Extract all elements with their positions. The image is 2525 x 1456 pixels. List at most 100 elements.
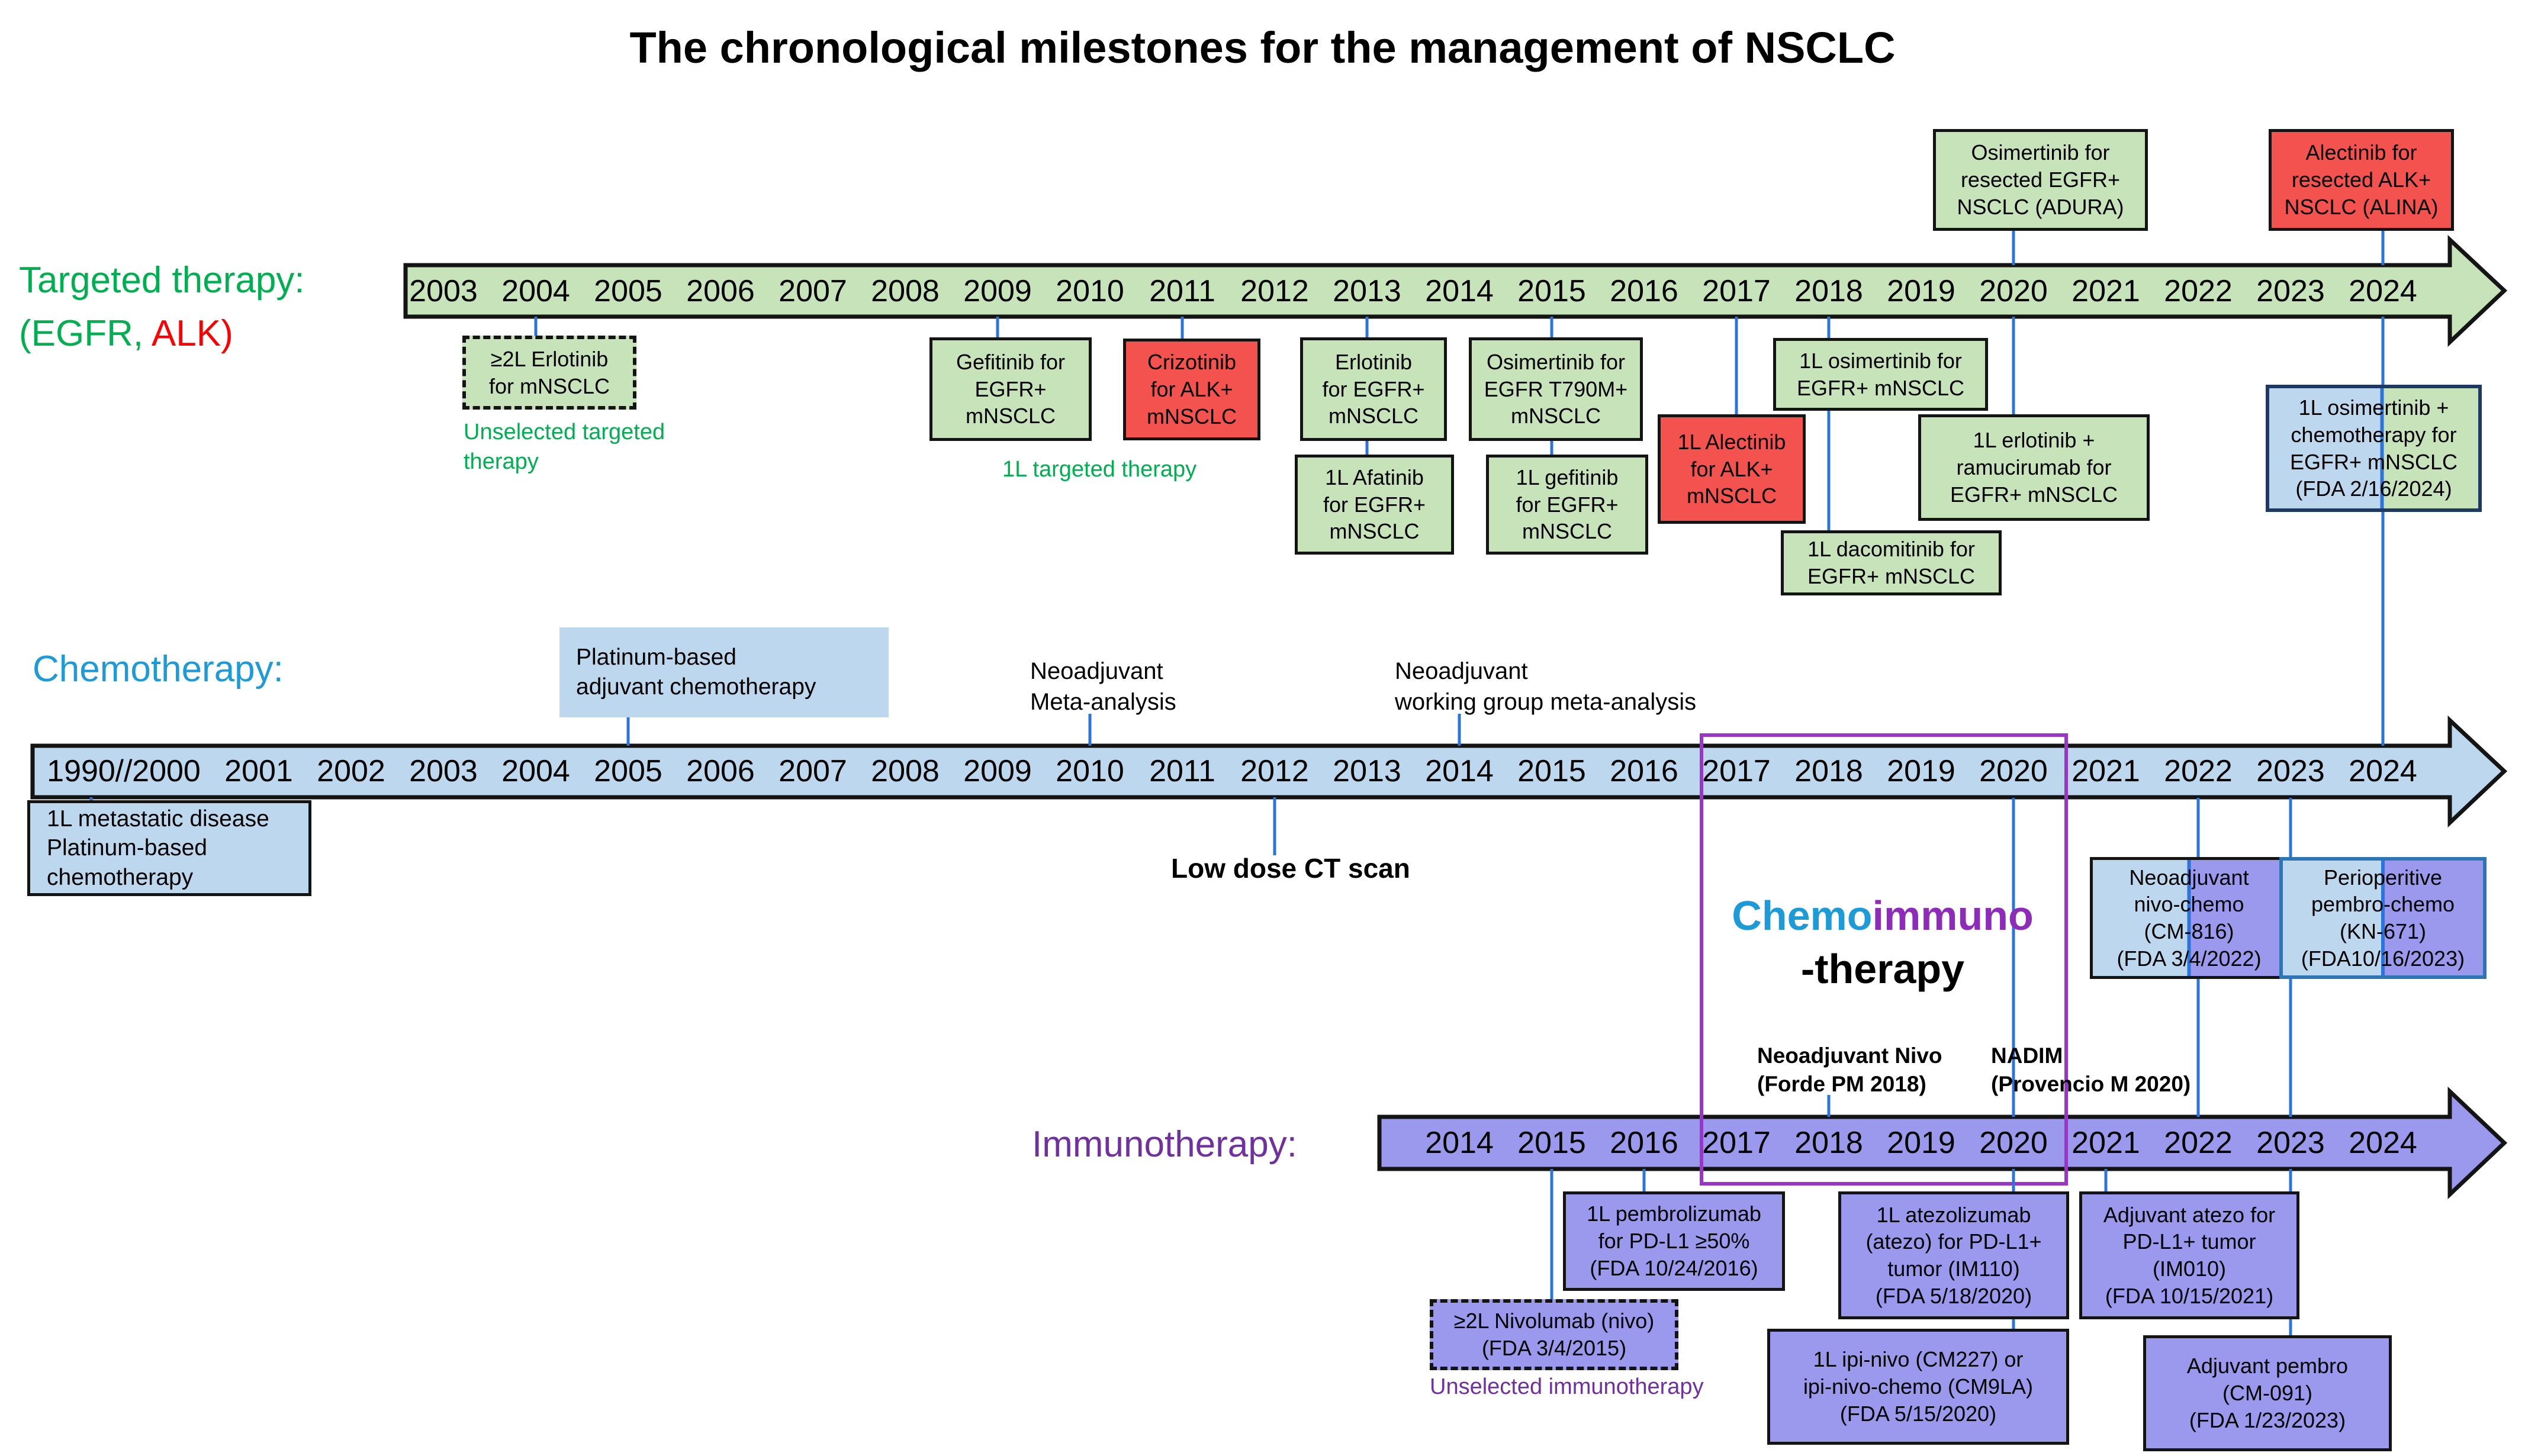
chemo-year-label: 2006 [686, 754, 755, 788]
milestone-box-text: ≥2L Erlotinib [490, 346, 609, 371]
chemo-year-label: 2010 [1056, 754, 1124, 788]
milestone-box-text: for mNSCLC [488, 373, 610, 398]
milestone-box-text: chemotherapy for [2291, 422, 2457, 447]
targeted-year-label: 2003 [409, 274, 478, 308]
milestone-box-text: for ALK+ [1150, 377, 1233, 402]
milestone-box-text: Neoadjuvant [2129, 865, 2249, 890]
milestone-box-adj-pembro: Adjuvant pembro(CM-091)(FDA 1/23/2023) [2143, 1335, 2392, 1451]
milestone-box-text: EGFR T790M+ [1484, 376, 1628, 401]
milestone-box-nivo-2l: ≥2L Nivolumab (nivo)(FDA 3/4/2015) [1430, 1299, 1678, 1370]
chemotherapy-label: Chemotherapy: [33, 649, 284, 690]
milestone-box-text: mNSCLC [1510, 404, 1601, 429]
caption-1l-targeted: 1L targeted therapy [1002, 457, 1197, 482]
chemo-year-label: 2000 [132, 754, 201, 788]
targeted-year-label: 2005 [594, 274, 662, 308]
targeted-year-label: 2014 [1425, 274, 1494, 308]
chemoimmuno-immuno-part: immuno [1872, 893, 2034, 939]
milestone-box-text: 1L metastatic disease [47, 806, 269, 832]
chemo-timeline-arrow [30, 715, 2508, 828]
milestone-box-text: resected EGFR+ [1960, 167, 2121, 192]
immuno-year-label: 2021 [2072, 1126, 2140, 1160]
milestone-box-text: ≥2L Nivolumab (nivo) [1453, 1309, 1655, 1333]
chemoimmuno-region-outline [1700, 733, 2068, 1186]
chemo-year-label: 2015 [1517, 754, 1586, 788]
chemo-year-label: 2004 [501, 754, 570, 788]
milestone-box-text: (FDA 5/15/2020) [1839, 1401, 1997, 1426]
milestone-box-text: (FDA 1/23/2023) [2189, 1407, 2346, 1432]
annotation-text: Neoadjuvant [1030, 658, 1163, 684]
chemo-year-label: 2024 [2349, 754, 2417, 788]
milestone-box-text: NSCLC (ADURA) [1957, 194, 2124, 219]
targeted-year-label: 2012 [1240, 274, 1309, 308]
targeted-year-label: 2008 [871, 274, 940, 308]
targeted-therapy-label: Targeted therapy: [19, 260, 305, 301]
annotation-text: Low dose CT scan [1171, 853, 1410, 884]
milestone-box-text: mNSCLC [1329, 519, 1420, 544]
targeted-year-label: 2018 [1794, 274, 1863, 308]
milestone-box-text: Adjuvant pembro [2186, 1354, 2349, 1378]
alk-label: ALK) [151, 313, 233, 354]
chemo-year-label: 2007 [779, 754, 847, 788]
milestone-box-text: 1L osimertinib + [2298, 395, 2449, 420]
chemo-year-label: 1990 [47, 754, 115, 788]
milestone-box-text: NSCLC (ALINA) [2284, 194, 2439, 219]
targeted-year-label: 2023 [2256, 274, 2325, 308]
annotation-text: NADIM [1991, 1043, 2063, 1068]
milestone-box-text: (FDA 5/18/2020) [1875, 1283, 2032, 1308]
milestone-box-text: EGFR+ mNSCLC [1796, 375, 1965, 400]
milestone-box-text: EGFR+ mNSCLC [1950, 482, 2118, 507]
targeted-year-label: 2019 [1887, 274, 1955, 308]
targeted-year-label: 2017 [1702, 274, 1771, 308]
milestone-box-text: adjuvant chemotherapy [576, 674, 816, 700]
immuno-year-label: 2016 [1610, 1126, 1678, 1160]
chemo-year-label: 2012 [1240, 754, 1309, 788]
annotation-text: (Provencio M 2020) [1991, 1072, 2191, 1097]
chemo-year-label: 2016 [1610, 754, 1678, 788]
milestone-box-text: mNSCLC [1522, 519, 1612, 544]
targeted-year-label: 2022 [2164, 274, 2233, 308]
immunotherapy-label: Immunotherapy: [1032, 1124, 1297, 1165]
chemo-year-label: 2022 [2164, 754, 2233, 788]
milestone-box-text: mNSCLC [965, 404, 1056, 429]
milestone-box-text: Erlotinib [1334, 349, 1413, 374]
milestone-box-text: 1L ipi-nivo (CM227) or [1813, 1347, 2024, 1372]
milestone-box-text: for EGFR+ [1322, 376, 1425, 401]
chemo-year-label: 2002 [317, 754, 385, 788]
milestone-box-text: mNSCLC [1328, 404, 1418, 429]
chemo-year-label: 2005 [594, 754, 662, 788]
targeted-year-label: 2015 [1517, 274, 1586, 308]
milestone-box-text: Perioperitive [2323, 865, 2443, 890]
chemoimmuno-therapy-label: Chemoimmuno -therapy [1711, 895, 2054, 990]
milestone-box-atezo-1l: 1L atezolizumab(atezo) for PD-L1+tumor (… [1838, 1191, 2069, 1319]
chemo-year-label: 2013 [1333, 754, 1401, 788]
chemo-year-label: 2023 [2256, 754, 2325, 788]
milestone-box-text: (FDA 3/4/2022) [2117, 946, 2262, 971]
milestone-box-text: EGFR+ mNSCLC [2289, 449, 2458, 474]
targeted-year-label: 2009 [963, 274, 1032, 308]
egfr-label: (EGFR, [19, 313, 144, 354]
milestone-box-text: for EGFR+ [1516, 492, 1619, 517]
annotation-forde: Neoadjuvant Nivo(Forde PM 2018) [1757, 1042, 1942, 1099]
immuno-year-label: 2017 [1702, 1126, 1771, 1160]
chemo-year-label: 2014 [1425, 754, 1494, 788]
chemo-year-label: 2011 [1149, 754, 1215, 788]
caption-unselected-targeted: Unselected targeted therapy [464, 420, 665, 475]
targeted-year-label: 2013 [1333, 274, 1401, 308]
chemo-year-label: 2001 [224, 754, 293, 788]
targeted-timeline-arrow [403, 234, 2508, 347]
annotation-nadim: NADIM (Provencio M 2020) [1991, 1042, 2191, 1099]
targeted-year-label: 2007 [779, 274, 847, 308]
annotation-ct-scan: Low dose CT scan [1171, 851, 1410, 887]
milestone-box-text: 1L pembrolizumab [1587, 1201, 1761, 1226]
milestone-box-text: ipi-nivo-chemo (CM9LA) [1803, 1374, 2034, 1399]
